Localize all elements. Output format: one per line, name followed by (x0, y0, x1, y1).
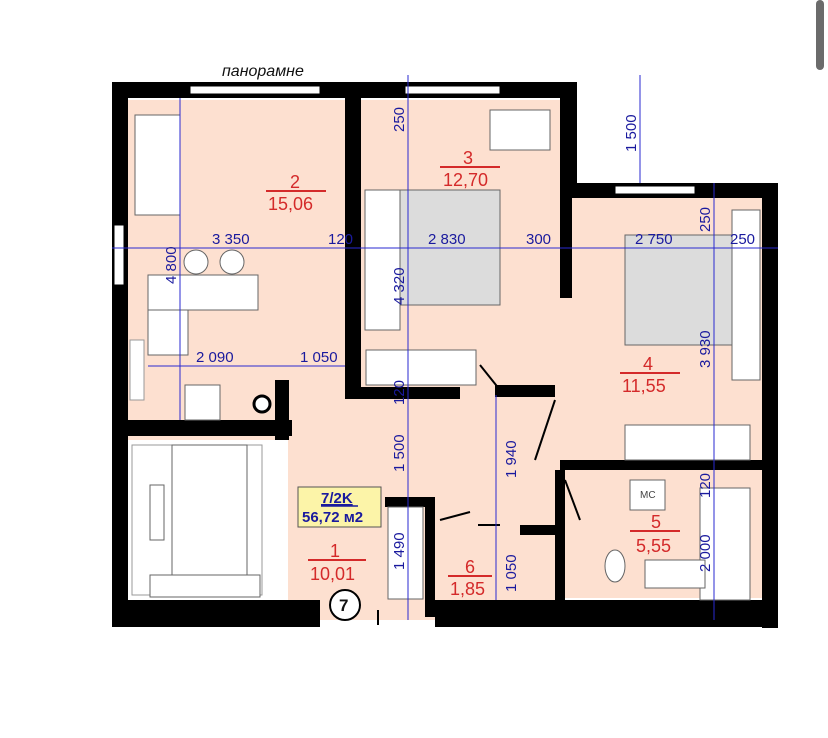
room-3-area: 12,70 (443, 170, 488, 190)
washing-machine-label: МС (640, 490, 656, 501)
dim-2750: 2 750 (635, 231, 673, 248)
apartment-total-area: 56,72 м2 (302, 509, 363, 526)
dim-1500-hall: 1 500 (391, 434, 408, 472)
dim-2090: 2 090 (196, 349, 234, 366)
room-4-number: 4 (643, 354, 653, 374)
apartment-number-marker: 7 (329, 589, 361, 621)
room-2-number: 2 (290, 172, 300, 192)
room-6-number: 6 (465, 557, 475, 577)
room-2-area: 15,06 (268, 194, 313, 214)
dim-250-right: 250 (730, 231, 755, 248)
dim-1490: 1 490 (391, 532, 408, 570)
dim-1050-horizontal: 1 050 (300, 349, 338, 366)
dim-250-top: 250 (391, 107, 408, 132)
dimension-labels: 3 350 120 2 830 300 2 750 250 2 090 1 05… (163, 107, 755, 592)
room-5-number: 5 (651, 512, 661, 532)
room-3-number: 3 (463, 148, 473, 168)
furniture (129, 109, 761, 601)
room-labels: 2 15,06 3 12,70 4 11,55 5 5,55 1 10,01 6… (266, 148, 680, 599)
dim-300: 300 (526, 231, 551, 248)
room-1-area: 10,01 (310, 564, 355, 584)
apartment-number: 7 (339, 596, 348, 615)
dim-120-hall: 120 (391, 380, 408, 405)
dimension-lines (112, 75, 778, 620)
apartment-badge: 7/2K 56,72 м2 (297, 486, 382, 528)
dim-1940: 1 940 (503, 440, 520, 478)
apartment-code: 7/2K (321, 490, 353, 507)
dim-4800: 4 800 (163, 246, 180, 284)
dim-3350: 3 350 (212, 231, 250, 248)
room-6-area: 1,85 (450, 579, 485, 599)
scrollbar[interactable] (816, 0, 824, 70)
panoramic-window-label: панорамне (222, 63, 304, 80)
room-1-number: 1 (330, 541, 340, 561)
dim-2830: 2 830 (428, 231, 466, 248)
windows (113, 85, 696, 286)
dim-120-bath: 120 (697, 473, 714, 498)
dim-1500-balcony: 1 500 (623, 114, 640, 152)
dim-120: 120 (328, 231, 353, 248)
dim-2000: 2 000 (697, 534, 714, 572)
room-5-area: 5,55 (636, 536, 671, 556)
dim-250-bedroom: 250 (697, 207, 714, 232)
dim-3930: 3 930 (697, 330, 714, 368)
dim-4320: 4 320 (391, 267, 408, 305)
dim-1050-vertical: 1 050 (503, 554, 520, 592)
room-4-area: 11,55 (622, 376, 666, 396)
